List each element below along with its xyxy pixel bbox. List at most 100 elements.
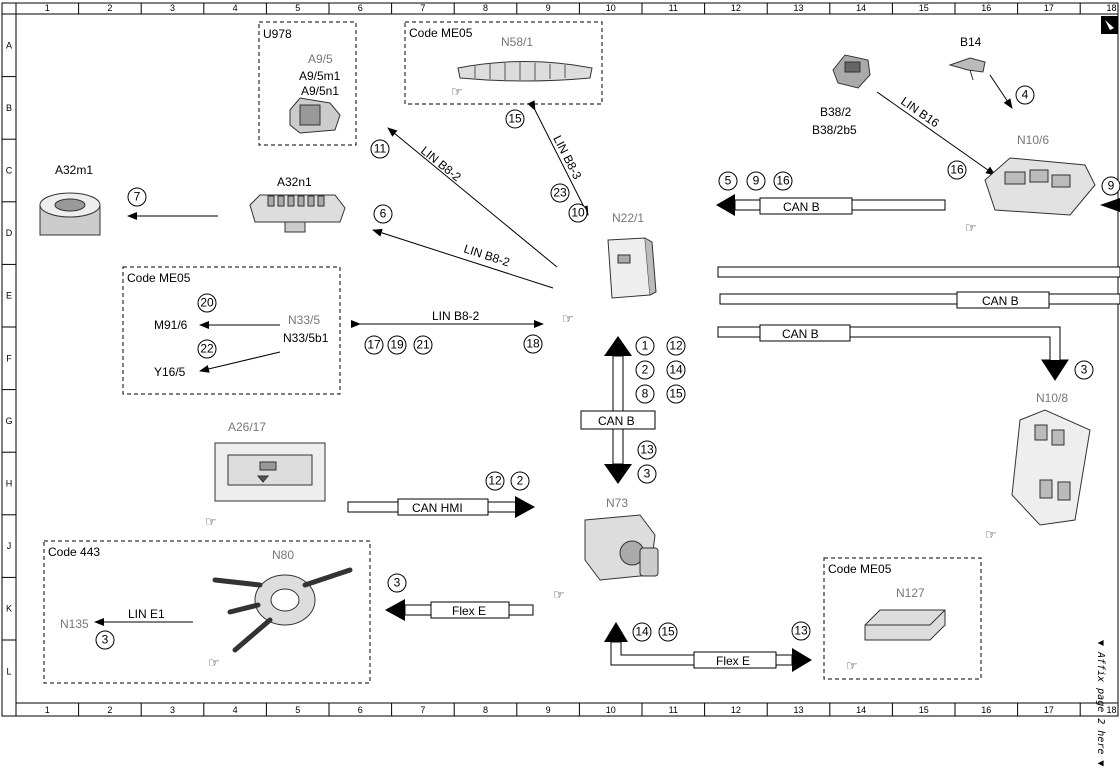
ref-circle-c3a — [637, 464, 657, 484]
ref-number-c15a: 15 — [508, 112, 522, 126]
lin-e1-label: LIN E1 — [128, 607, 165, 621]
blower-regulator-image[interactable] — [249, 194, 346, 233]
front-sam-image[interactable] — [1011, 409, 1091, 526]
ref-number-c7: 7 — [134, 190, 141, 204]
ref-circle-c8 — [635, 384, 655, 404]
flex-e-left: Flex E — [385, 599, 534, 621]
ref-circle-c15c — [658, 622, 678, 642]
a32n1-label: A32n1 — [277, 175, 312, 189]
ref-circle-c22 — [197, 339, 217, 359]
grid-column-label-top: 17 — [1044, 3, 1054, 13]
a32m1-group: A32m1 — [39, 163, 218, 236]
control-unit-box-image[interactable] — [864, 609, 946, 641]
ref-number-c17: 17 — [367, 338, 381, 352]
ref-number-c15c: 15 — [661, 625, 675, 639]
climate-control-unit-image[interactable] — [607, 237, 657, 299]
grid-column-label-bottom: 13 — [793, 705, 803, 715]
grid-column-label-top: 1 — [45, 3, 50, 13]
ref-circle-c3b — [1074, 360, 1094, 380]
lin-b8-2-a-label: LIN B8-2 — [418, 143, 464, 184]
ref-circle-c12b — [485, 471, 505, 491]
can-b-4-label: CAN B — [598, 414, 635, 428]
steering-column-module-image[interactable] — [212, 567, 353, 653]
lin-b8-2-c-label: LIN B8-2 — [432, 309, 480, 323]
grid-column-label-bottom: 15 — [919, 705, 929, 715]
n33-5-label: N33/5 — [288, 313, 320, 327]
grid-column-label-bottom: 12 — [731, 705, 741, 715]
ref-circle-c16a — [947, 160, 967, 180]
lin-b16-label: LIN B16 — [898, 94, 942, 131]
ref-number-c16a: 16 — [950, 163, 964, 177]
ref-number-c2b: 2 — [517, 474, 524, 488]
me05-left-group: Code ME05 N33/5 N33/5b1 M91/6 Y16/5 — [122, 266, 341, 395]
ref-circle-c12a — [666, 336, 686, 356]
c443-group: Code 443 N80 N135 LIN E1 ☞ — [43, 540, 371, 684]
grid-column-label-top: 9 — [546, 3, 551, 13]
ref-circle-c6 — [373, 204, 393, 224]
grid-frame: 1122334455667788991010111112121313141415… — [1, 2, 1119, 717]
ref-number-c5: 5 — [725, 174, 732, 188]
n73-group: N73 ☞ — [553, 496, 659, 602]
rain-light-sensor-image[interactable] — [832, 54, 871, 89]
grid-row-label: B — [6, 103, 12, 113]
ref-number-c2a: 2 — [642, 363, 649, 377]
ignition-switch-image[interactable] — [584, 514, 659, 581]
a26-17-group: A26/17 ☞ CAN HMI — [205, 420, 535, 529]
can-b-1-label: CAN B — [783, 200, 820, 214]
ref-circle-c21 — [413, 335, 433, 355]
code-me05-bottom: Code ME05 — [828, 562, 892, 576]
lin-lines: LIN B8-2 LIN B8-2 LIN B8-3 LIN B8-2 — [351, 100, 589, 328]
ref-number-c9b: 9 — [1108, 179, 1115, 193]
grid-column-label-bottom: 16 — [981, 705, 991, 715]
grid-column-label-top: 6 — [358, 3, 363, 13]
grid-row-label: H — [6, 479, 13, 489]
grid-column-label-bottom: 6 — [358, 705, 363, 715]
a9-5n1-label: A9/5n1 — [301, 84, 339, 98]
grid-column-label-top: 16 — [981, 3, 991, 13]
ref-number-c20: 20 — [200, 296, 214, 310]
blower-motor-image[interactable] — [39, 192, 101, 236]
grid-column-label-top: 13 — [793, 3, 803, 13]
pointer-hand-icon: ☞ — [985, 527, 997, 542]
ref-number-c14a: 14 — [669, 363, 683, 377]
n22-1-label: N22/1 — [612, 211, 644, 225]
u978-group: U978 A9/5 A9/5m1 A9/5n1 — [258, 21, 357, 146]
ref-circle-c1 — [635, 336, 655, 356]
ref-circle-c16b — [773, 171, 793, 191]
grid-row-label: C — [6, 166, 13, 176]
flex-e-2-label: Flex E — [716, 654, 750, 668]
ref-circle-c3c — [387, 573, 407, 593]
sam-module-image[interactable] — [984, 157, 1096, 216]
grid-column-label-bottom: 11 — [669, 705, 678, 715]
n10-8-label: N10/8 — [1036, 391, 1068, 405]
ref-number-c12b: 12 — [488, 474, 502, 488]
ref-number-c14b: 14 — [635, 625, 649, 639]
n80-label: N80 — [272, 548, 294, 562]
can-b-2-label: CAN B — [982, 294, 1019, 308]
b38-2-label: B38/2 — [820, 105, 852, 119]
ref-circle-c20 — [197, 293, 217, 313]
ref-circle-c23 — [550, 183, 570, 203]
b38-2-group: B38/2 B38/2b5 LIN B16 — [812, 54, 996, 176]
control-panel-image[interactable] — [457, 61, 593, 82]
grid-column-label-bottom: 5 — [295, 705, 300, 715]
can-b-3-label: CAN B — [782, 327, 819, 341]
ref-number-c3a: 3 — [644, 467, 651, 481]
ref-circle-c4 — [1015, 85, 1035, 105]
overhead-control-panel-image[interactable] — [214, 442, 326, 502]
compressor-module-image[interactable] — [289, 97, 341, 134]
ref-number-c15b: 15 — [669, 387, 683, 401]
grid-column-label-top: 5 — [295, 3, 300, 13]
a32m1-label: A32m1 — [55, 163, 93, 177]
temperature-sensor-image[interactable] — [948, 57, 986, 81]
grid-column-label-bottom: 18 — [1106, 705, 1116, 715]
n10-8-group: N10/8 ☞ — [985, 391, 1091, 542]
ref-circle-c19 — [387, 335, 407, 355]
grid-column-label-bottom: 1 — [45, 705, 50, 715]
a32n1-group: A32n1 — [249, 175, 346, 233]
grid-row-label: K — [6, 604, 12, 614]
ref-circle-c9a — [746, 171, 766, 191]
code-me05-top: Code ME05 — [409, 26, 473, 40]
